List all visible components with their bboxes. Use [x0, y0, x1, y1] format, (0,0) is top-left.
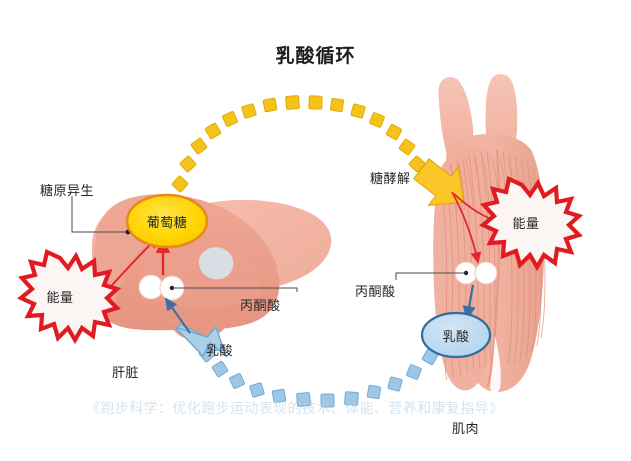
node-label-glucose: 葡萄糖 — [146, 216, 188, 231]
glucose-node — [125, 193, 209, 249]
label-lactate-liver: 乳酸 — [206, 344, 234, 359]
node-label-lactate-muscle: 乳酸 — [442, 330, 470, 345]
node-label-energy-liver: 能量 — [46, 291, 74, 306]
glycolysis-arrow — [412, 158, 465, 206]
pyruvate-muscle-leader — [395, 272, 466, 280]
lactate-arrowhead — [174, 325, 228, 359]
energy-node-liver — [17, 249, 122, 345]
glucose-transport-arc — [171, 95, 426, 193]
lactate-transport-arc — [198, 330, 451, 408]
gluconeogenesis-leader — [71, 196, 128, 233]
lactate-node-muscle — [420, 311, 492, 359]
label-glycolysis: 糖酵解 — [370, 172, 411, 187]
label-gluconeogenesis: 糖原异生 — [40, 184, 95, 199]
label-pyruvate-muscle: 丙酮酸 — [355, 285, 396, 300]
label-pyruvate-liver: 丙酮酸 — [240, 299, 281, 314]
pyruvate-to-lactate-arrow — [462, 284, 476, 321]
node-label-energy-muscle: 能量 — [512, 217, 540, 232]
watermark-text: 《跑步科学：优化跑步运动表现的技术、体能、营养和康复指导》 — [86, 401, 504, 417]
label-muscle: 肌肉 — [452, 422, 480, 437]
pyruvate-liver-leader — [172, 287, 298, 292]
lactate-to-pyruvate-arrow — [164, 297, 191, 334]
label-liver: 肝脏 — [112, 366, 140, 381]
pyruvate-muscle-molecule — [454, 261, 498, 285]
energy-node-muscle — [479, 176, 584, 272]
page-title: 乳酸循环 — [275, 45, 356, 67]
